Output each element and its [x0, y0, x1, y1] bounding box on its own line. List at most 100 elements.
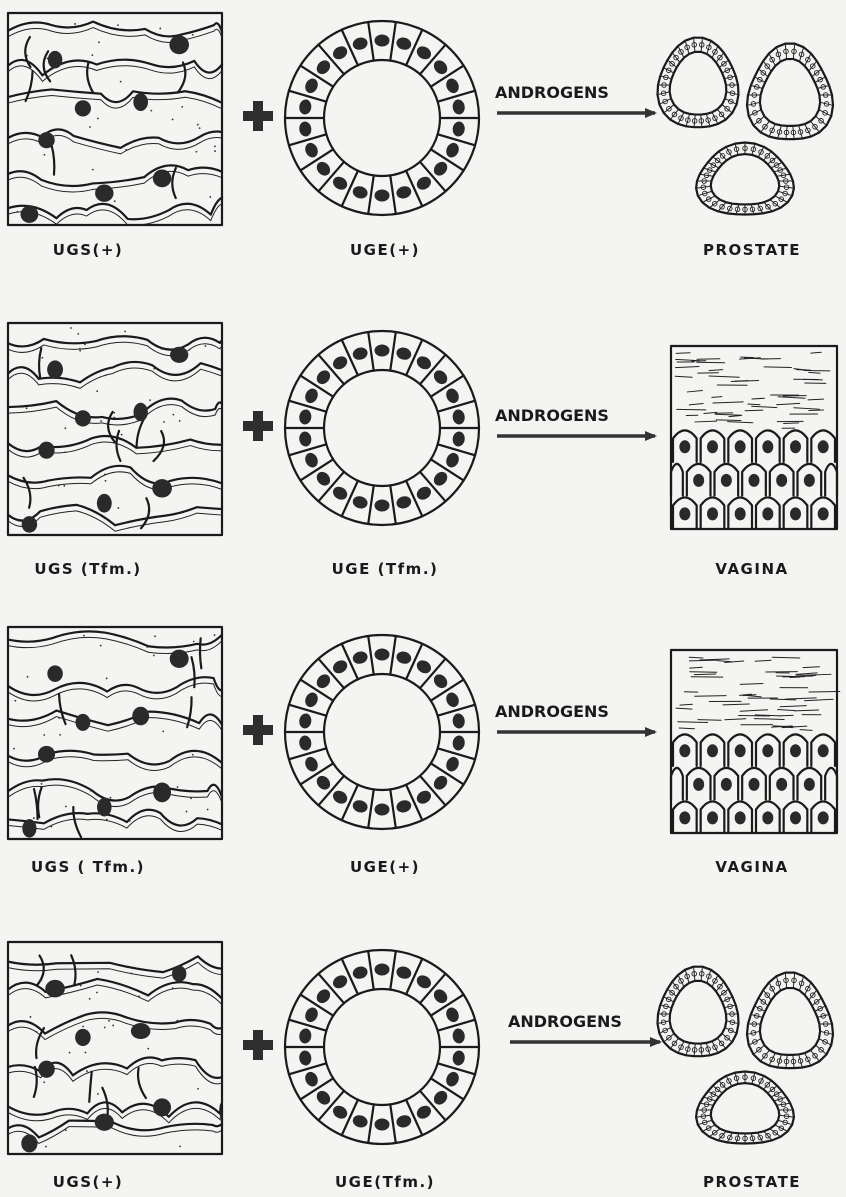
cell-wall	[706, 114, 710, 126]
gland-lumen	[670, 981, 727, 1044]
nucleus	[444, 451, 461, 470]
stipple-dot	[214, 634, 216, 636]
nucleus	[97, 798, 112, 817]
stipple-dot	[83, 635, 85, 637]
nucleus	[153, 169, 172, 187]
cell-wall	[368, 636, 374, 675]
cell-wall	[778, 1054, 782, 1067]
cell-wall	[809, 990, 817, 1000]
nucleus	[314, 672, 333, 691]
nucleus	[762, 507, 773, 520]
nucleus	[351, 346, 369, 362]
nucleus	[395, 798, 413, 814]
stipple-dot	[80, 985, 82, 987]
nucleus	[20, 206, 38, 223]
stipple-dot	[84, 1035, 86, 1037]
keratin-stroke	[794, 408, 820, 409]
nucleus	[414, 484, 433, 502]
squamous-cell	[825, 464, 837, 496]
stipple-dot	[104, 474, 106, 476]
keratin-stroke	[718, 661, 732, 662]
nucleus	[414, 354, 433, 372]
androgens-label: ANDROGENS	[495, 83, 609, 102]
cell-wall	[747, 1031, 760, 1034]
stipple-dot	[63, 485, 65, 487]
nucleus	[762, 811, 773, 824]
vagina-result	[671, 650, 840, 833]
cell-wall	[685, 41, 689, 54]
nucleus	[444, 755, 461, 774]
epithelium-ring	[285, 21, 479, 215]
cell-wall	[776, 976, 780, 990]
nucleus	[804, 474, 815, 487]
gland-lumen	[711, 1083, 779, 1133]
cell-wall	[390, 789, 396, 828]
nucleus	[152, 479, 172, 497]
nucleus	[375, 500, 390, 512]
keratin-stroke	[772, 657, 800, 658]
cell-boundary	[34, 789, 38, 819]
androgens-label: ANDROGENS	[495, 702, 609, 721]
stipple-dot	[79, 348, 81, 350]
nucleus	[314, 987, 333, 1006]
keratin-stroke	[697, 362, 725, 363]
stipple-dot	[97, 971, 99, 973]
fiber-line	[8, 405, 222, 425]
stipple-dot	[36, 1031, 38, 1033]
nucleus	[351, 36, 369, 52]
recombination-row: ANDROGENSUGS(+)UGE(+)PROSTATE	[8, 13, 833, 259]
nucleus	[452, 121, 466, 138]
stipple-dot	[60, 815, 62, 817]
cell-boundary	[51, 145, 54, 175]
nucleus	[431, 1088, 450, 1107]
cell-wall	[779, 186, 794, 188]
stipple-dot	[86, 1070, 88, 1072]
nucleus	[38, 132, 54, 148]
epithelium-label: UGE(Tfm.)	[335, 1173, 435, 1191]
keratin-stroke	[778, 397, 805, 398]
nucleus	[679, 811, 690, 824]
stipple-dot	[214, 145, 216, 147]
stipple-dot	[92, 169, 94, 171]
nucleus	[75, 1029, 91, 1046]
nucleus	[47, 665, 62, 682]
stipple-dot	[181, 106, 183, 108]
nucleus	[693, 778, 704, 791]
nucleus	[818, 744, 829, 757]
cell-wall	[670, 109, 678, 119]
nucleus	[38, 442, 54, 459]
keratin-stroke	[808, 399, 823, 400]
nucleus	[351, 184, 369, 200]
stipple-dot	[112, 1025, 114, 1027]
stipple-dot	[113, 417, 115, 419]
nucleus	[790, 744, 801, 757]
cell-wall	[660, 76, 671, 79]
epithelium-label: UGE (Tfm.)	[332, 560, 439, 578]
stipple-dot	[36, 1045, 38, 1047]
stipple-dot	[172, 119, 174, 121]
nucleus	[679, 440, 690, 453]
nucleus	[818, 811, 829, 824]
cell-wall	[751, 1133, 754, 1143]
stipple-dot	[176, 973, 178, 975]
epithelium-ring	[285, 635, 479, 829]
cell-boundary	[34, 1067, 37, 1097]
stipple-dot	[64, 427, 66, 429]
cell-wall	[664, 997, 674, 1002]
nucleus	[172, 966, 186, 982]
gland-lumen	[760, 59, 820, 126]
nucleus	[298, 99, 312, 116]
nucleus	[351, 494, 369, 510]
cell-wall	[816, 116, 827, 125]
mesenchyme-panel	[8, 13, 222, 225]
nucleus	[75, 410, 91, 426]
nucleus	[395, 494, 413, 510]
keratin-stroke	[713, 402, 743, 403]
cell-wall	[770, 200, 781, 208]
keratin-stroke	[697, 359, 720, 360]
cell-wall	[709, 200, 720, 208]
stipple-dot	[91, 54, 93, 56]
keratin-stroke	[800, 730, 812, 731]
stipple-dot	[41, 783, 43, 785]
cell-wall	[793, 44, 794, 59]
